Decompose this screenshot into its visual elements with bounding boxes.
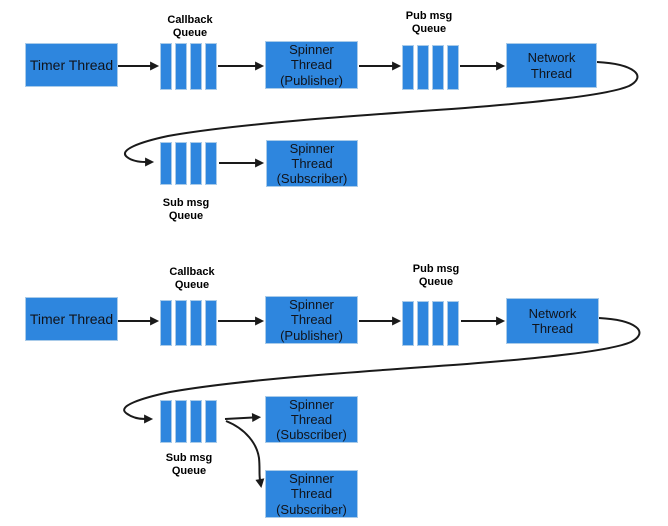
spinner-subscriber-box-2: Spinner Thread (Subscriber): [265, 470, 358, 518]
callback-queue-label: Callback Queue: [169, 266, 215, 292]
pub-msg-queue-label: Pub msg Queue: [405, 10, 453, 36]
arrow-bottom-network-loop-to-sub-queue: [123, 317, 641, 424]
queue-slot: [432, 301, 444, 346]
queue-slot: [175, 300, 187, 346]
spinner-publisher-box: Spinner Thread (Publisher): [265, 296, 358, 344]
callback-queue: [160, 43, 217, 90]
queue-slot: [160, 300, 172, 346]
queue-slot: [402, 45, 414, 90]
queue-slot: [160, 43, 172, 90]
queue-slot: [205, 300, 217, 346]
sub-msg-queue-label: Sub msg Queue: [162, 197, 210, 223]
arrow-bottom-sub-queue-to-subscriber-1: [224, 413, 262, 423]
queue-slot: [205, 142, 217, 185]
sub-msg-queue: [160, 400, 217, 443]
queue-slot: [190, 400, 202, 443]
callback-queue: [160, 300, 217, 346]
queue-slot: [417, 45, 429, 90]
queue-slot: [417, 301, 429, 346]
sub-msg-queue-label: Sub msg Queue: [165, 452, 213, 478]
queue-slot: [160, 142, 172, 185]
queue-slot: [190, 43, 202, 90]
timer-thread-box: Timer Thread: [25, 297, 118, 341]
network-thread-box: Network Thread: [506, 298, 599, 344]
network-thread-box: Network Thread: [506, 43, 597, 88]
spinner-subscriber-box-1: Spinner Thread (Subscriber): [265, 396, 358, 443]
queue-slot: [175, 142, 187, 185]
queue-slot: [432, 45, 444, 90]
queue-slot: [402, 301, 414, 346]
queue-slot: [160, 400, 172, 443]
pub-msg-queue: [402, 45, 459, 90]
arrow-top-network-loop-to-sub-queue: [124, 61, 639, 167]
timer-thread-box: Timer Thread: [25, 43, 118, 87]
queue-slot: [190, 142, 202, 185]
queue-slot: [447, 45, 459, 90]
pub-msg-queue: [402, 301, 459, 346]
pub-msg-queue-label: Pub msg Queue: [412, 263, 460, 289]
queue-slot: [175, 400, 187, 443]
queue-slot: [175, 43, 187, 90]
queue-slot: [447, 301, 459, 346]
callback-queue-label: Callback Queue: [167, 14, 213, 40]
queue-slot: [205, 43, 217, 90]
spinner-publisher-box: Spinner Thread (Publisher): [265, 41, 358, 89]
sub-msg-queue: [160, 142, 217, 185]
arrow-bottom-sub-queue-to-subscriber-2: [225, 420, 265, 488]
spinner-subscriber-box: Spinner Thread (Subscriber): [266, 140, 358, 187]
queue-slot: [190, 300, 202, 346]
queue-slot: [205, 400, 217, 443]
